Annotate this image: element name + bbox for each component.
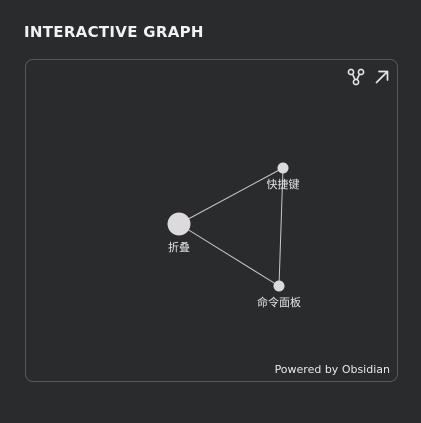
graph-edge-shortcut-palette (278, 167, 284, 287)
graph-node-label-shortcut[interactable]: 快捷键 (267, 177, 300, 191)
graph-edge-fold-palette (178, 223, 280, 287)
graph-node-shortcut[interactable] (277, 162, 289, 174)
powered-by-label: Powered by Obsidian (274, 363, 390, 376)
graph-node-palette[interactable] (273, 280, 285, 292)
graph-edges (178, 167, 284, 287)
graph-edge-fold-shortcut (178, 167, 284, 225)
graph-nodes-icon[interactable] (347, 68, 365, 86)
arrow-up-right-icon[interactable] (373, 68, 391, 86)
graph-node-label-palette[interactable]: 命令面板 (257, 295, 301, 309)
graph-panel[interactable]: 折叠 快捷键命令面板 Powered by Obsidian (25, 59, 398, 382)
graph-node-label-fold[interactable]: 折叠 (168, 240, 190, 254)
widget-title: INTERACTIVE GRAPH (24, 23, 204, 41)
graph-node-fold[interactable] (167, 212, 191, 236)
